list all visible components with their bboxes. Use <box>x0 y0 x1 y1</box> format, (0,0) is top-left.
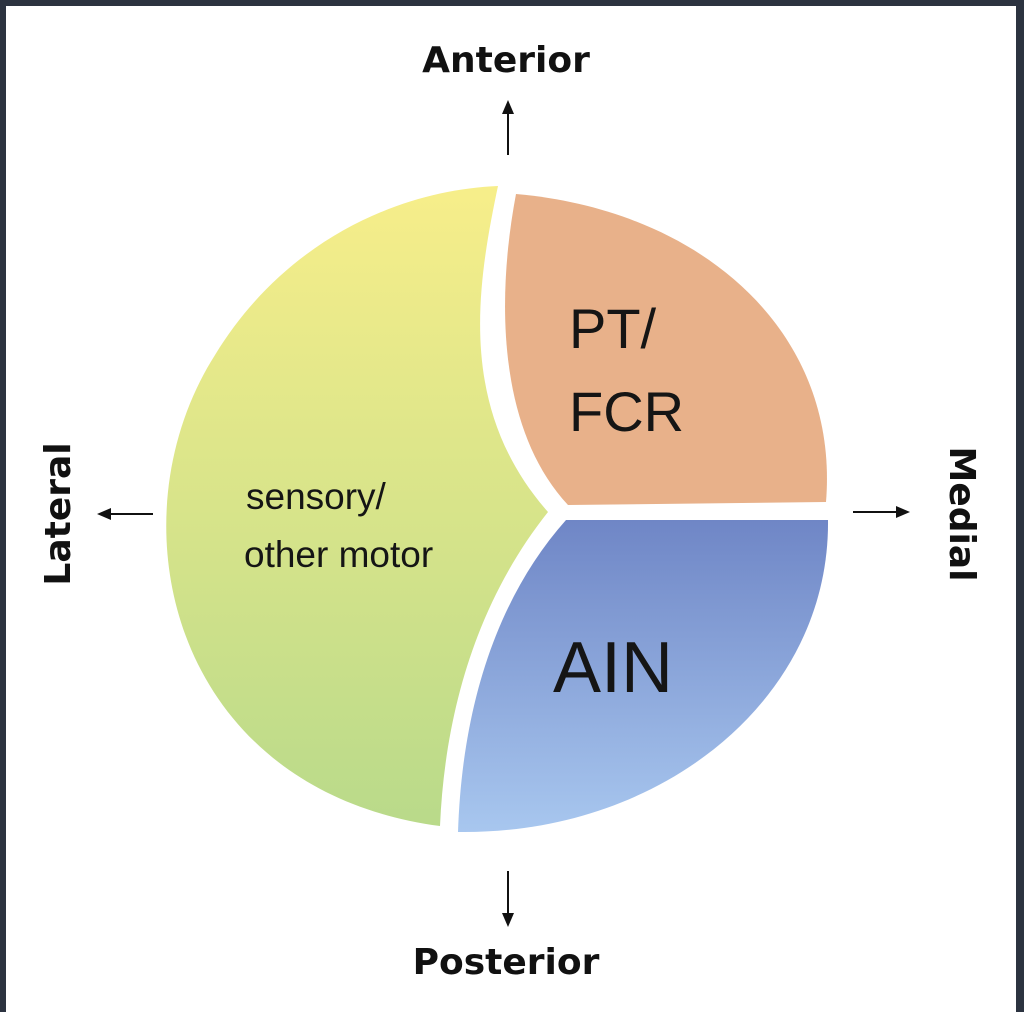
lateral-arrow-icon <box>97 508 153 520</box>
lateral-label: Lateral <box>38 442 79 585</box>
sensory-label-line1: sensory/ <box>246 476 387 517</box>
sensory-region <box>166 186 548 826</box>
posterior-label: Posterior <box>413 942 600 983</box>
sensory-label: sensory/ other motor <box>244 476 433 575</box>
sensory-label-line2: other motor <box>244 534 433 575</box>
anterior-arrow-icon <box>502 100 514 155</box>
ain-region <box>458 520 829 833</box>
posterior-arrow-icon <box>502 871 514 927</box>
pt-fcr-label-line2: FCR <box>569 380 684 443</box>
ain-label: AIN <box>553 628 673 708</box>
pt-fcr-label: PT/ FCR <box>569 297 684 443</box>
anterior-label: Anterior <box>422 40 590 81</box>
medial-arrow-icon <box>853 506 910 518</box>
medial-label: Medial <box>941 447 982 582</box>
pt-fcr-label-line1: PT/ <box>569 297 657 360</box>
pt-fcr-region <box>505 194 827 505</box>
